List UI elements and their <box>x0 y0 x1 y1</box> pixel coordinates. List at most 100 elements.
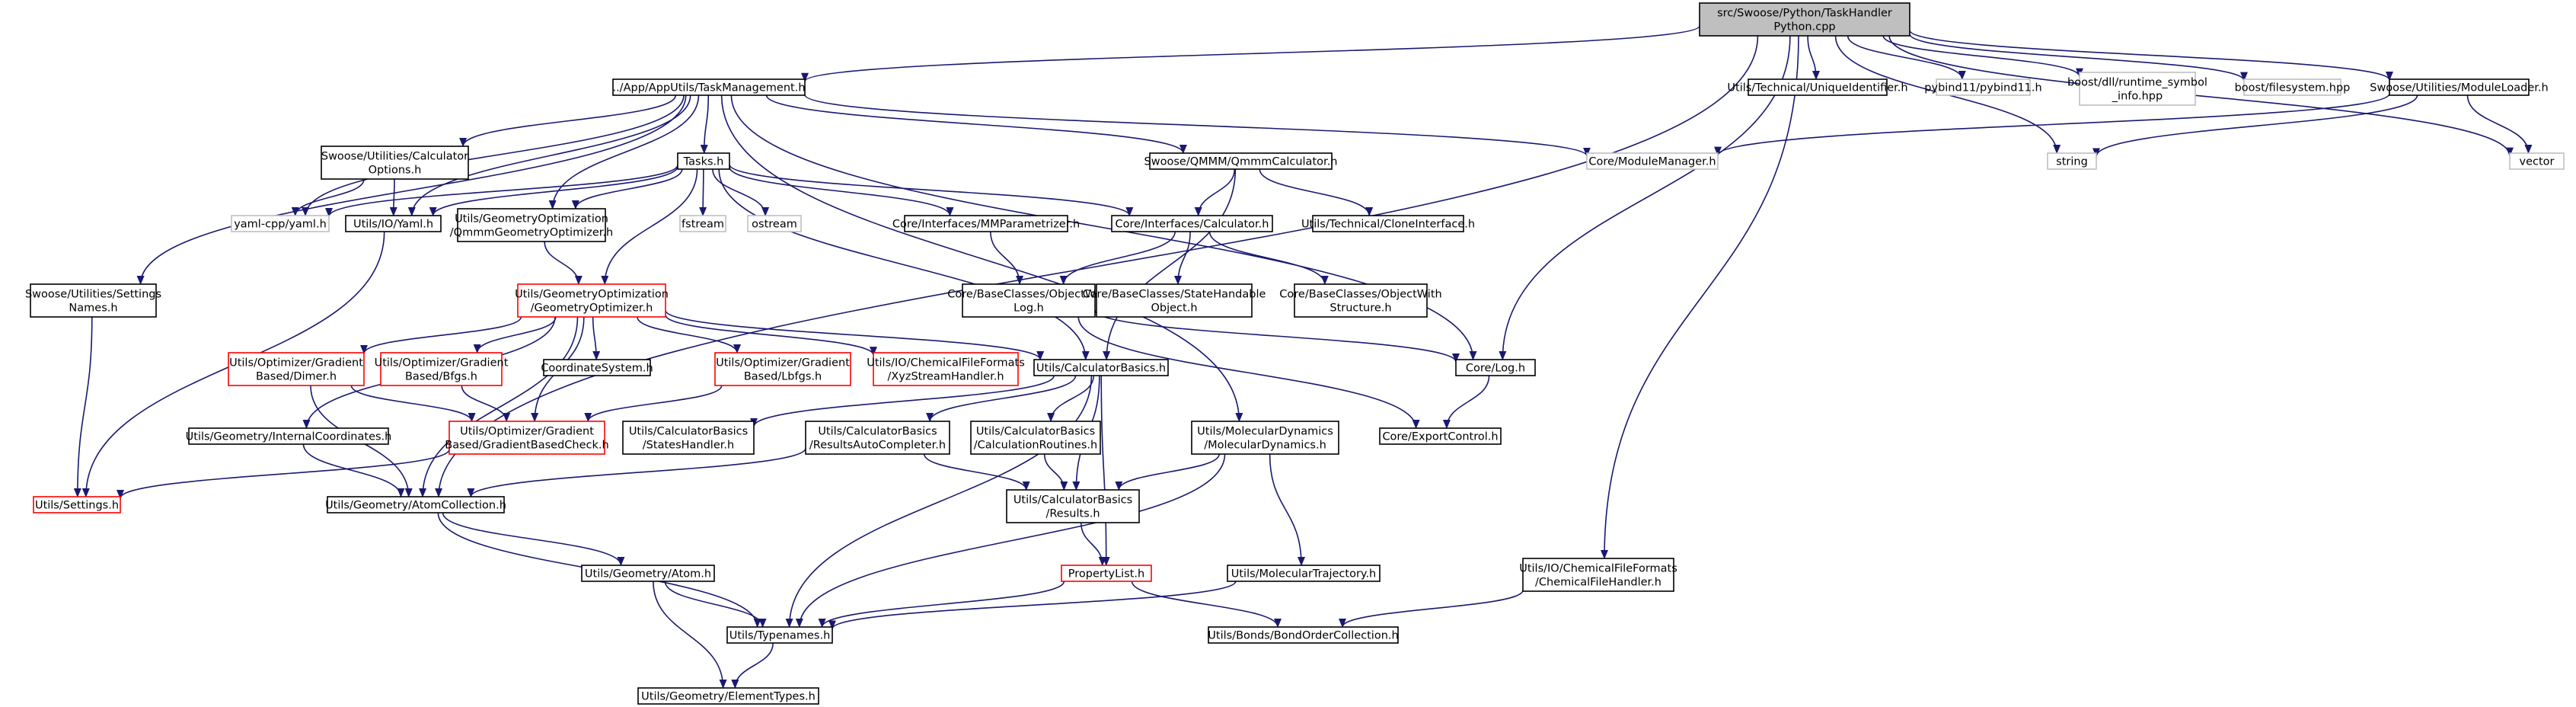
edge-proplist-to-bondorder <box>1131 581 1282 628</box>
node-utils-geometry-atom-h[interactable]: Utils/Geometry/Atom.h <box>581 565 715 582</box>
node-box <box>1006 489 1140 523</box>
node-label: Utils/GeometryOptimization <box>515 289 669 301</box>
node-label: Utils/Bonds/BondOrderCollection.h <box>1208 630 1398 642</box>
node-box <box>1033 359 1169 376</box>
edge-root-to-taskmgmt <box>801 25 1700 82</box>
edge-moldyn-to-results <box>1115 453 1220 491</box>
node-utils-io-chemicalfileformats-xyzstreamhandler-h[interactable]: Utils/IO/ChemicalFileFormats/XyzStreamHa… <box>867 352 1025 386</box>
node-utils-geometry-atomcollection-h[interactable]: Utils/Geometry/AtomCollection.h <box>325 496 506 513</box>
edge-geoopt-to-dimer <box>360 316 522 354</box>
edge-taskmgmt-to-qmmmcalc <box>765 94 1187 154</box>
node-utils-io-chemicalfileformats-chemicalfilehandler-h[interactable]: Utils/IO/ChemicalFileFormats/ChemicalFil… <box>1519 558 1677 592</box>
edge-settingsnames-to-settings <box>73 316 93 497</box>
node-box <box>1379 427 1502 445</box>
node-ostream[interactable]: ostream <box>747 215 802 232</box>
node-boost-filesystem-hpp[interactable]: boost/filesystem.hpp <box>2235 78 2351 96</box>
node-utils-moleculartrajectory-h[interactable]: Utils/MolecularTrajectory.h <box>1227 565 1381 582</box>
node-app-apputils-taskmanagement-h[interactable]: ../App/AppUtils/TaskManagement.h <box>612 78 806 96</box>
node-propertylist-h[interactable]: PropertyList.h <box>1061 565 1152 582</box>
edge-root-to-vector <box>1888 35 2514 157</box>
node-core-interfaces-calculator-h[interactable]: Core/Interfaces/Calculator.h <box>1111 215 1273 232</box>
node-fstream[interactable]: fstream <box>679 215 726 232</box>
node-label: Swoose/Utilities/ModuleLoader.h <box>2370 82 2549 94</box>
node-box <box>612 78 806 96</box>
node-label: Utils/IO/ChemicalFileFormats <box>867 357 1025 369</box>
node-box <box>2079 72 2196 106</box>
node-utils-bonds-bondordercollection-h[interactable]: Utils/Bonds/BondOrderCollection.h <box>1208 626 1399 644</box>
node-label: vector <box>2520 156 2555 168</box>
node-core-interfaces-mmparametrizer-h[interactable]: Core/Interfaces/MMParametrizer.h <box>892 215 1080 232</box>
node-utils-typenames-h[interactable]: Utils/Typenames.h <box>726 626 833 644</box>
edge-qmmmcalc-to-cloneif <box>1259 168 1374 216</box>
node-label: Utils/Optimizer/Gradient <box>716 357 850 369</box>
node-box <box>1096 283 1253 318</box>
node-box <box>1936 78 2031 96</box>
node-label: Utils/GeometryOptimization <box>455 213 608 226</box>
node-core-modulemanager-h[interactable]: Core/ModuleManager.h <box>1586 152 1719 170</box>
edge-root-to-chemfile <box>1600 35 1799 559</box>
node-utils-optimizer-gradientbased-lbfgs-h[interactable]: Utils/Optimizer/GradientBased/Lbfgs.h <box>714 352 851 386</box>
node-utils-geometry-elementtypes-h[interactable]: Utils/Geometry/ElementTypes.h <box>637 687 819 705</box>
node-label: Based/Lbfgs.h <box>744 371 822 383</box>
node-utils-technical-cloneinterface-h[interactable]: Utils/Technical/CloneInterface.h <box>1301 215 1475 232</box>
edge-calcroutines-to-results <box>1043 453 1068 491</box>
edge-tasks-to-geoopt <box>601 168 698 285</box>
node-label: yaml-cpp/yaml.h <box>234 219 327 231</box>
node-utils-technical-uniqueidentifier-h[interactable]: Utils/Technical/UniqueIdentifier.h <box>1727 78 1908 96</box>
node-utils-geometryoptimization-geometryoptimizer-h[interactable]: Utils/GeometryOptimization/GeometryOptim… <box>515 283 669 318</box>
edge-moltraj-to-typenames <box>828 581 1237 630</box>
nodes-layer: src/Swoose/Python/TaskHandlerPython.cpp.… <box>25 2 2565 705</box>
node-swoose-utilities-moduleloader-h[interactable]: Swoose/Utilities/ModuleLoader.h <box>2370 78 2549 96</box>
node-box <box>970 421 1101 455</box>
node-label: boost/dll/runtime_symbol <box>2067 77 2207 89</box>
node-label: _info.hpp <box>2112 91 2163 103</box>
node-utils-io-yaml-h[interactable]: Utils/IO/Yaml.h <box>345 215 442 232</box>
edge-lbfgs-to-gradcheck <box>584 385 723 422</box>
node-utils-calculatorbasics-calculationroutines-h[interactable]: Utils/CalculatorBasics/CalculationRoutin… <box>970 421 1101 455</box>
node-utils-geometry-internalcoordinates-h[interactable]: Utils/Geometry/InternalCoordinates.h <box>186 427 392 445</box>
node-utils-geometryoptimization-qmmmgeometryoptimizer-h[interactable]: Utils/GeometryOptimization/QmmmGeometryO… <box>450 208 613 242</box>
node-label: Core/BaseClasses/ObjectWith <box>947 289 1109 301</box>
edge-taskmgmt-to-settingsnames <box>136 94 687 285</box>
node-boost-dll-runtime-symbol-info-hpp[interactable]: boost/dll/runtime_symbol _info.hpp <box>2067 72 2207 106</box>
node-utils-moleculardynamics-moleculardynamics-h[interactable]: Utils/MolecularDynamics/MolecularDynamic… <box>1191 421 1339 455</box>
node-utils-settings-h[interactable]: Utils/Settings.h <box>33 496 121 513</box>
node-utils-optimizer-gradientbased-gradientbasedcheck-h[interactable]: Utils/Optimizer/GradientBased/GradientBa… <box>445 421 609 455</box>
node-label: Log.h <box>1013 302 1044 315</box>
node-label: /QmmmGeometryOptimizer.h <box>450 227 613 239</box>
node-label: Tasks.h <box>683 156 724 168</box>
node-yaml-cpp-yaml-h[interactable]: yaml-cpp/yaml.h <box>231 215 330 232</box>
node-utils-calculatorbasics-h[interactable]: Utils/CalculatorBasics.h <box>1033 359 1169 376</box>
node-pybind11-pybind11-h[interactable]: pybind11/pybind11.h <box>1924 78 2042 96</box>
edge-proplist-to-typenames <box>818 581 1065 628</box>
node-utils-calculatorbasics-results-h[interactable]: Utils/CalculatorBasics/Results.h <box>1006 489 1140 523</box>
node-utils-calculatorbasics-stateshandler-h[interactable]: Utils/CalculatorBasics/StatesHandler.h <box>622 421 755 455</box>
node-label: /ResultsAutoCompleter.h <box>809 440 946 452</box>
node-core-log-h[interactable]: Core/Log.h <box>1455 359 1536 376</box>
node-tasks-h[interactable]: Tasks.h <box>677 152 730 170</box>
node-label: /XyzStreamHandler.h <box>887 371 1004 383</box>
node-label: /Results.h <box>1045 508 1100 520</box>
node-vector[interactable]: vector <box>2509 152 2565 170</box>
node-swoose-qmmm-qmmmcalculator-h[interactable]: Swoose/QMMM/QmmmCalculator.h <box>1144 152 1338 170</box>
node-utils-optimizer-gradientbased-dimer-h[interactable]: Utils/Optimizer/GradientBased/Dimer.h <box>228 352 365 386</box>
edge-qmmmcalc-to-coreCalc <box>1194 168 1236 216</box>
node-coordinatesystem-h[interactable]: CoordinateSystem.h <box>541 359 653 376</box>
node-label: Utils/Typenames.h <box>729 630 831 642</box>
node-string[interactable]: string <box>2047 152 2097 170</box>
edge-qmmmgeo-to-geoopt <box>544 241 583 285</box>
node-box <box>33 496 121 513</box>
node-core-exportcontrol-h[interactable]: Core/ExportControl.h <box>1379 427 1502 445</box>
edge-autocompleter-to-atomcoll <box>467 447 806 497</box>
edge-calcbasics-to-proplist <box>1100 375 1110 566</box>
edge-taskmgmt-to-moldyn <box>720 94 1243 422</box>
node-label: Object.h <box>1151 302 1197 315</box>
edge-chemfile-to-bondorder <box>1339 590 1524 628</box>
node-utils-optimizer-gradientbased-bfgs-h[interactable]: Utils/Optimizer/GradientBased/Bfgs.h <box>375 352 509 386</box>
node-utils-calculatorbasics-resultsautocompleter-h[interactable]: Utils/CalculatorBasics/ResultsAutoComple… <box>805 421 950 455</box>
